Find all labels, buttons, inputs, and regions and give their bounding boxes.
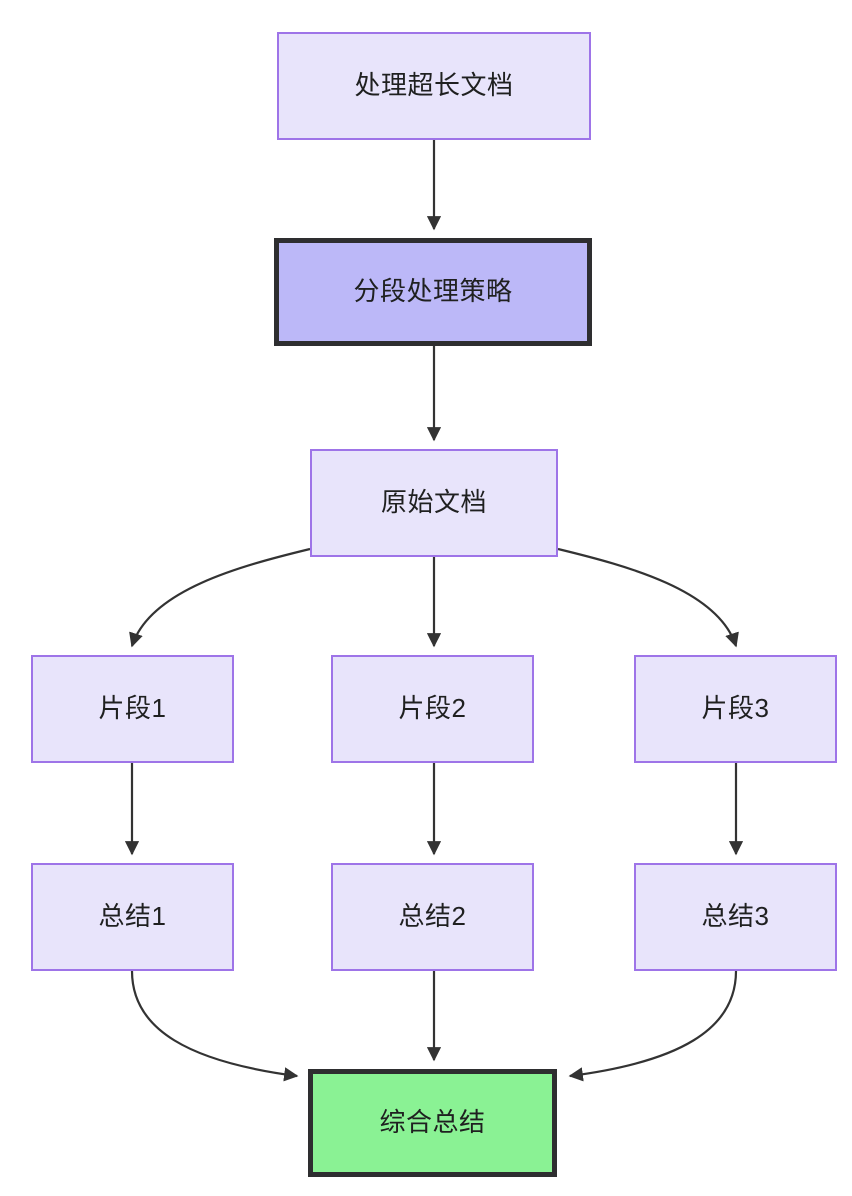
edge-source-to-chunk3 xyxy=(557,547,739,648)
node-summary-2[interactable]: 总结2 xyxy=(331,863,534,971)
node-chunk-2[interactable]: 片段2 xyxy=(331,655,534,763)
edge-sum1-to-final xyxy=(130,970,299,1082)
node-summary-1[interactable]: 总结1 xyxy=(31,863,234,971)
edge-sum3-to-final xyxy=(568,970,738,1082)
node-label: 综合总结 xyxy=(379,1107,486,1138)
node-label: 总结1 xyxy=(98,901,167,932)
node-chunking-strategy[interactable]: 分段处理策略 xyxy=(274,238,592,346)
edge-source-to-chunk1 xyxy=(129,547,311,648)
node-label: 片段3 xyxy=(701,693,770,724)
node-chunk-1[interactable]: 片段1 xyxy=(31,655,234,763)
node-label: 总结3 xyxy=(701,901,770,932)
node-summary-3[interactable]: 总结3 xyxy=(634,863,837,971)
node-chunk-3[interactable]: 片段3 xyxy=(634,655,837,763)
node-label: 处理超长文档 xyxy=(354,70,514,101)
node-combined-summary[interactable]: 综合总结 xyxy=(308,1069,557,1177)
node-label: 总结2 xyxy=(398,901,467,932)
node-process-long-document[interactable]: 处理超长文档 xyxy=(277,32,591,140)
node-label: 分段处理策略 xyxy=(353,276,513,307)
node-label: 片段1 xyxy=(98,693,167,724)
node-label: 原始文档 xyxy=(380,487,487,518)
node-source-document[interactable]: 原始文档 xyxy=(310,449,558,557)
node-label: 片段2 xyxy=(398,693,467,724)
